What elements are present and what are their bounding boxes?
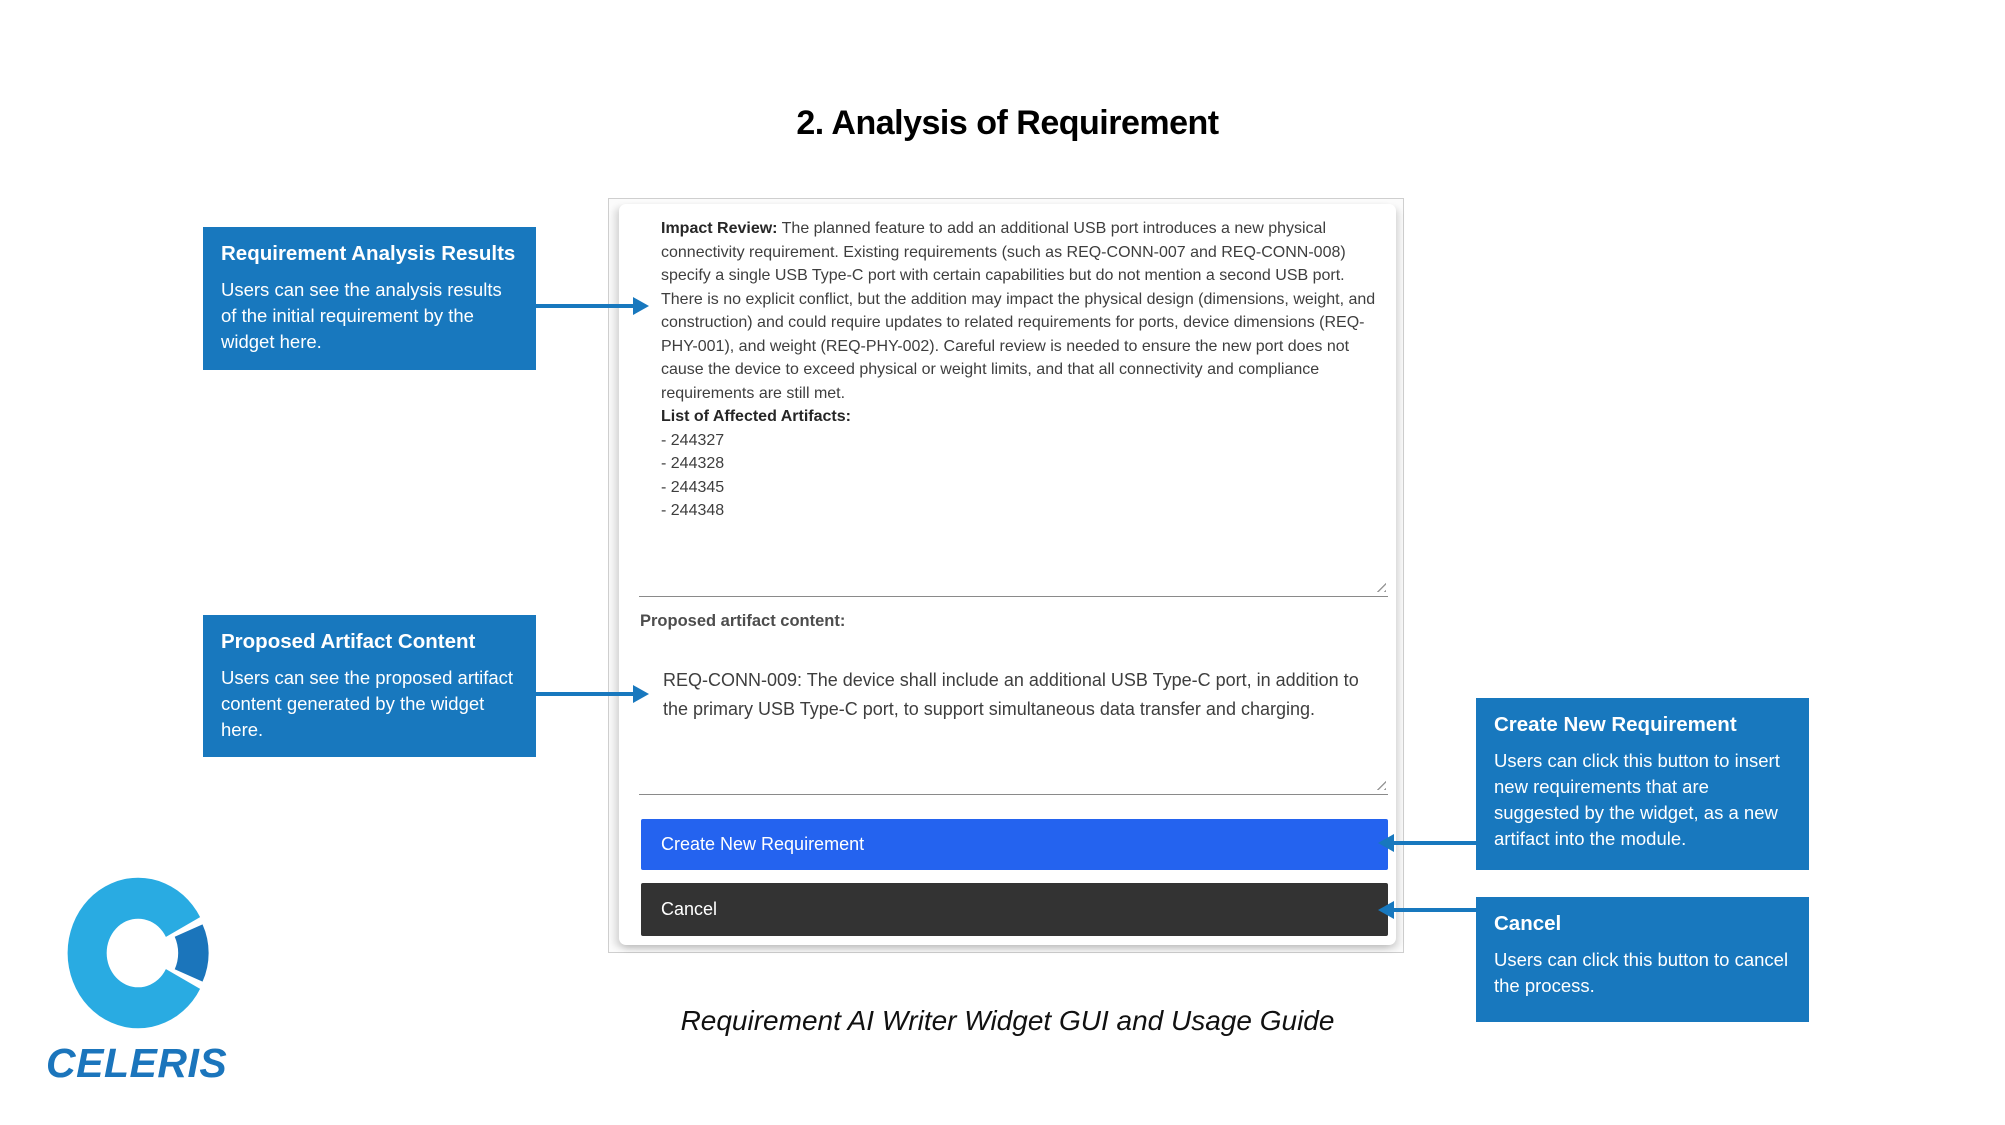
create-new-requirement-button[interactable]: Create New Requirement	[641, 819, 1388, 870]
arrow-to-analysis-area	[535, 297, 649, 315]
textarea-divider	[639, 794, 1388, 795]
affected-artifact-item: - 244327	[661, 431, 725, 449]
celeris-logo-mark	[67, 877, 223, 1029]
resize-handle-icon[interactable]	[1373, 579, 1386, 592]
analysis-results-textarea[interactable]: Impact Review: The planned feature to ad…	[661, 217, 1377, 523]
affected-artifact-item: - 244345	[661, 478, 725, 496]
callout-body: Users can see the analysis results of th…	[221, 279, 502, 352]
impact-review-text: The planned feature to add an additional…	[661, 220, 1376, 402]
affected-artifact-item: - 244348	[661, 502, 725, 519]
cancel-button[interactable]: Cancel	[641, 883, 1388, 936]
resize-handle-icon[interactable]	[1373, 777, 1386, 790]
page-title: 2. Analysis of Requirement	[796, 104, 1219, 142]
textarea-divider	[639, 596, 1388, 597]
callout-title: Proposed Artifact Content	[221, 630, 476, 653]
callout-cancel: Cancel Users can click this button to ca…	[1476, 897, 1809, 1022]
widget-card: Impact Review: The planned feature to ad…	[619, 204, 1396, 945]
affected-artifact-item: - 244328	[661, 455, 725, 472]
arrow-to-cancel-button	[1378, 901, 1476, 919]
callout-title: Create New Requirement	[1494, 713, 1737, 736]
callout-title: Requirement Analysis Results	[221, 242, 516, 265]
callout-body: Users can click this button to cancel th…	[1494, 949, 1789, 996]
callout-body: Users can see the proposed artifact cont…	[221, 667, 514, 740]
callout-proposed-artifact: Proposed Artifact Content Users can see …	[203, 615, 536, 757]
arrow-to-proposed-content	[535, 685, 649, 703]
callout-analysis-results: Requirement Analysis Results Users can s…	[203, 227, 536, 370]
arrow-to-create-button	[1378, 834, 1476, 852]
impact-review-label: Impact Review:	[661, 220, 778, 237]
callout-title: Cancel	[1494, 912, 1562, 935]
proposed-artifact-content-label: Proposed artifact content:	[640, 612, 846, 630]
celeris-logo: CELERIS	[46, 872, 288, 1087]
figure-caption: Requirement AI Writer Widget GUI and Usa…	[680, 1005, 1335, 1036]
widget-panel: Impact Review: The planned feature to ad…	[608, 198, 1404, 953]
celeris-wordmark: CELERIS	[46, 1040, 228, 1086]
callout-create-new-requirement: Create New Requirement Users can click t…	[1476, 698, 1809, 870]
proposed-artifact-content-textarea[interactable]: REQ-CONN-009: The device shall include a…	[663, 670, 1359, 719]
affected-artifacts-label: List of Affected Artifacts:	[661, 408, 851, 425]
callout-body: Users can click this button to insert ne…	[1494, 750, 1780, 849]
